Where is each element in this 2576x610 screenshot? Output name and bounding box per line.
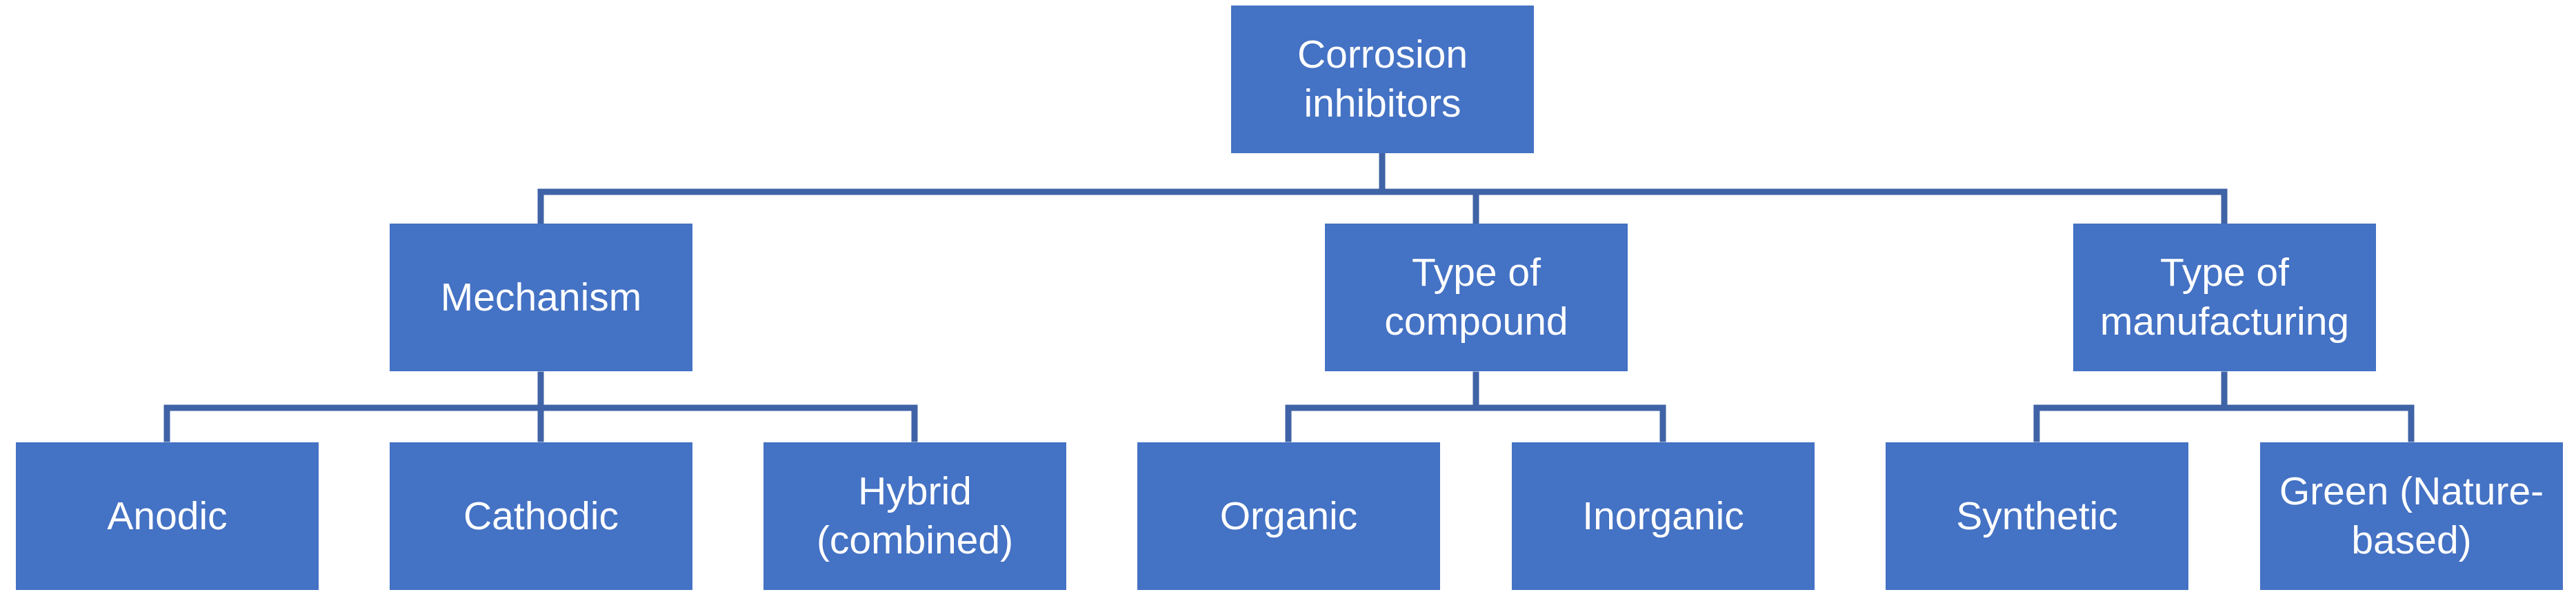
node-organic: Organic bbox=[1137, 442, 1440, 590]
node-green-nature-based: Green (Nature- based) bbox=[2260, 442, 2563, 590]
node-cathodic: Cathodic bbox=[390, 442, 692, 590]
node-type-of-compound: Type of compound bbox=[1325, 224, 1628, 371]
node-label: Synthetic bbox=[1956, 493, 2118, 538]
node-synthetic: Synthetic bbox=[1886, 442, 2188, 590]
node-type-of-manufacturing: Type of manufacturing bbox=[2073, 224, 2376, 371]
node-label: Green (Nature- based) bbox=[2279, 469, 2544, 562]
node-label: Corrosion inhibitors bbox=[1297, 32, 1468, 126]
node-label: Mechanism bbox=[440, 275, 642, 319]
node-label: Cathodic bbox=[463, 493, 619, 538]
node-corrosion-inhibitors: Corrosion inhibitors bbox=[1231, 6, 1534, 153]
node-anodic: Anodic bbox=[16, 442, 319, 590]
node-mechanism: Mechanism bbox=[390, 224, 692, 371]
node-inorganic: Inorganic bbox=[1512, 442, 1815, 590]
node-label: Inorganic bbox=[1582, 493, 1744, 538]
node-label: Organic bbox=[1219, 493, 1358, 538]
node-label: Type of compound bbox=[1384, 250, 1568, 344]
node-hybrid-combined: Hybrid (combined) bbox=[763, 442, 1066, 590]
node-label: Type of manufacturing bbox=[2099, 250, 2350, 344]
node-label: Anodic bbox=[107, 493, 228, 538]
node-label: Hybrid (combined) bbox=[816, 469, 1014, 562]
